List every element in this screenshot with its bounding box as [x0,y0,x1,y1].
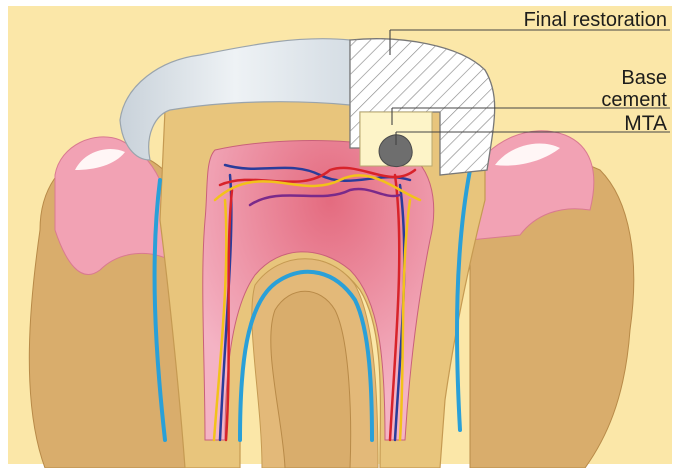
label-base: Base [621,68,667,88]
label-mta: MTA [624,114,667,134]
label-final-restoration: Final restoration [524,10,667,30]
interradicular-bone [271,291,351,468]
label-cement: cement [601,90,667,110]
